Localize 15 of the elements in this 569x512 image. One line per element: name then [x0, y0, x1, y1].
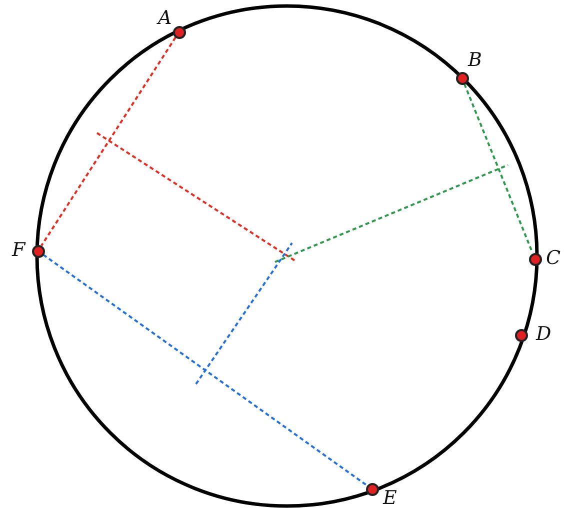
point-marker	[514, 328, 528, 342]
chord-line	[40, 36, 176, 246]
chord-line	[464, 84, 534, 254]
point-label: B	[468, 50, 482, 70]
point-label: D	[536, 324, 552, 344]
point-marker	[528, 252, 542, 266]
point-marker	[366, 482, 378, 496]
point-label: A	[158, 8, 172, 28]
point-marker	[172, 26, 186, 38]
point-marker	[32, 244, 44, 258]
point-label: E	[383, 488, 397, 508]
chord-line	[42, 254, 368, 486]
point-label: F	[12, 240, 26, 260]
point-label: C	[546, 248, 561, 268]
point-marker	[456, 72, 468, 84]
